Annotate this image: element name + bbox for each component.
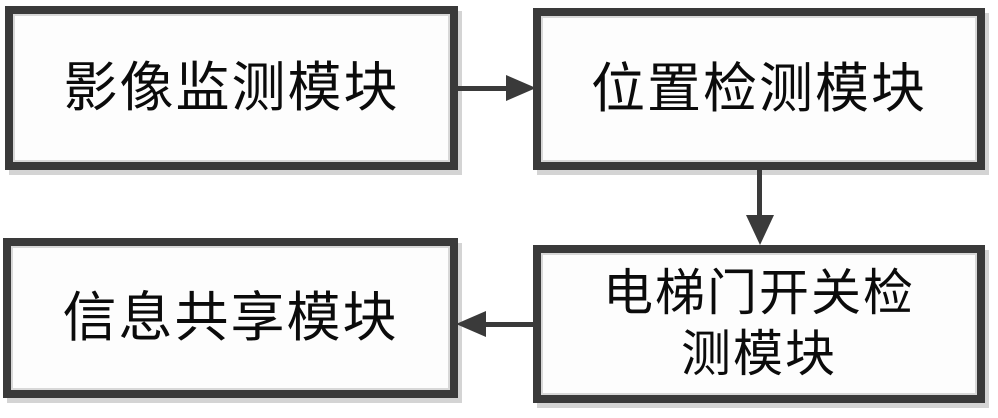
arrow-door-switch-to-info-share	[456, 311, 538, 337]
arrowhead-right-icon	[506, 75, 536, 101]
node-door-switch[interactable]: 电梯门开关检 测模块	[533, 245, 985, 403]
arrow-line	[478, 322, 538, 327]
arrow-line	[456, 86, 514, 91]
node-image-monitor-label: 影像监测模块	[63, 55, 400, 119]
arrowhead-down-icon	[746, 215, 774, 245]
node-image-monitor[interactable]: 影像监测模块	[5, 6, 458, 170]
arrow-line	[757, 168, 762, 222]
node-door-switch-label: 电梯门开关检 测模块	[603, 264, 915, 383]
node-info-share[interactable]: 信息共享模块	[3, 238, 458, 398]
arrowhead-left-icon	[456, 311, 486, 337]
node-info-share-label: 信息共享模块	[62, 285, 399, 349]
node-position-detect-label: 位置检测模块	[591, 56, 927, 120]
node-position-detect[interactable]: 位置检测模块	[533, 8, 985, 170]
arrow-image-monitor-to-position-detect	[456, 75, 536, 101]
arrow-position-detect-to-door-switch	[746, 168, 774, 248]
